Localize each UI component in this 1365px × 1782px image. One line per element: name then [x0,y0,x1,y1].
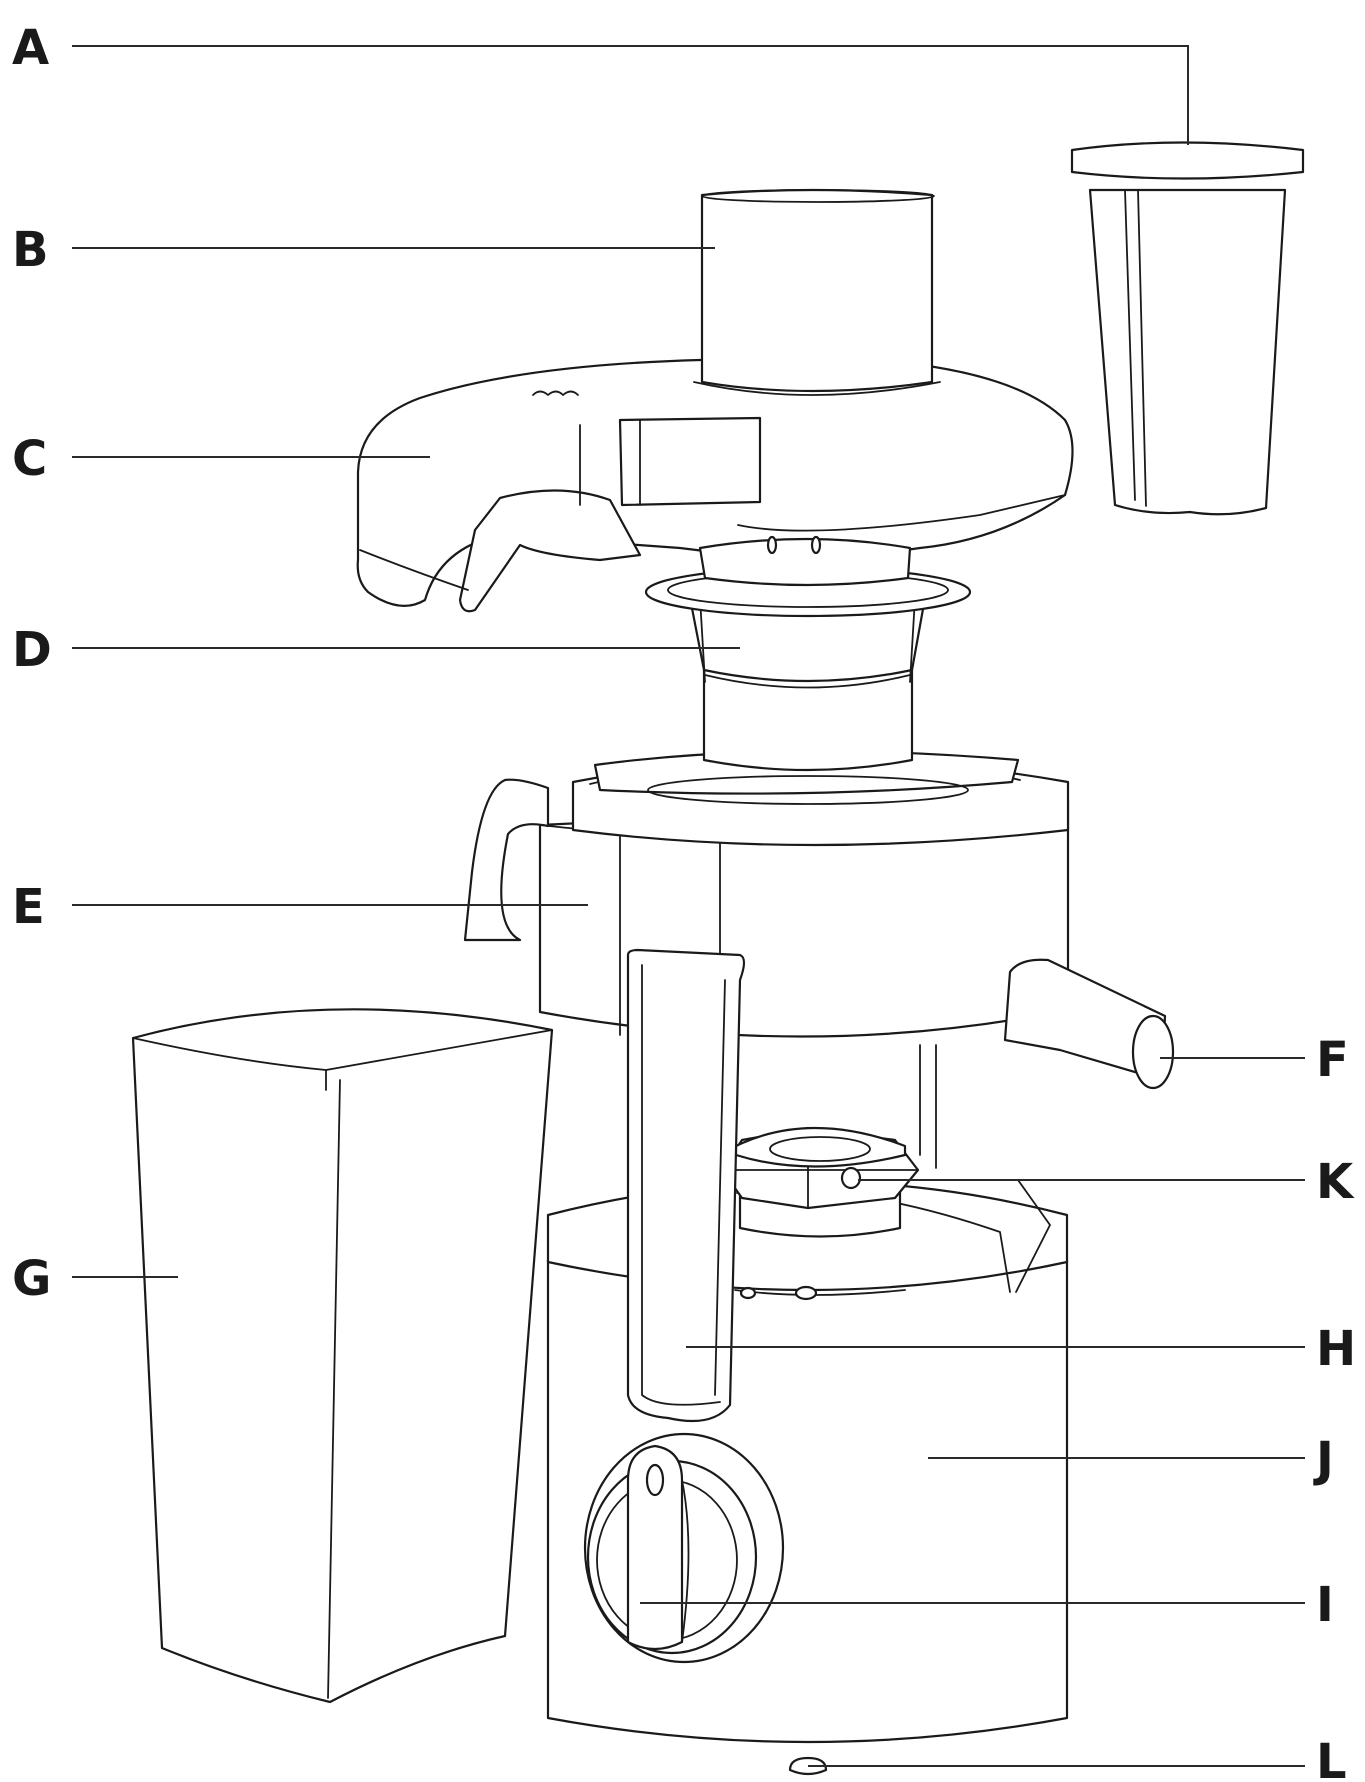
callout-K: K [1316,1154,1355,1210]
callout-H: H [1316,1321,1356,1377]
callout-G: G [12,1251,51,1307]
part-filter-basket [720,1126,920,1238]
callout-F: F [1316,1032,1349,1088]
part-juice-collector [463,750,1175,1090]
part-control-knob [583,1432,785,1664]
part-cutting-disc [644,566,972,772]
part-pusher [1070,141,1305,516]
callout-B: B [12,222,49,278]
callout-labels: A B C D E F G H I J K L [12,20,1356,1782]
leader-A [72,45,1189,145]
part-pulp-container [131,1008,554,1704]
callout-L: L [1316,1734,1347,1782]
callout-I: I [1316,1577,1334,1633]
callout-E: E [12,879,45,935]
part-lid [356,356,1074,613]
callout-J: J [1313,1432,1334,1488]
part-feed-tube [693,188,941,396]
callout-C: C [12,431,47,487]
part-locking-arm [626,948,746,1423]
callout-A: A [12,20,49,76]
leader-lines [72,45,1305,1767]
callout-D: D [12,622,52,678]
part-support-pillars [919,1044,937,1169]
